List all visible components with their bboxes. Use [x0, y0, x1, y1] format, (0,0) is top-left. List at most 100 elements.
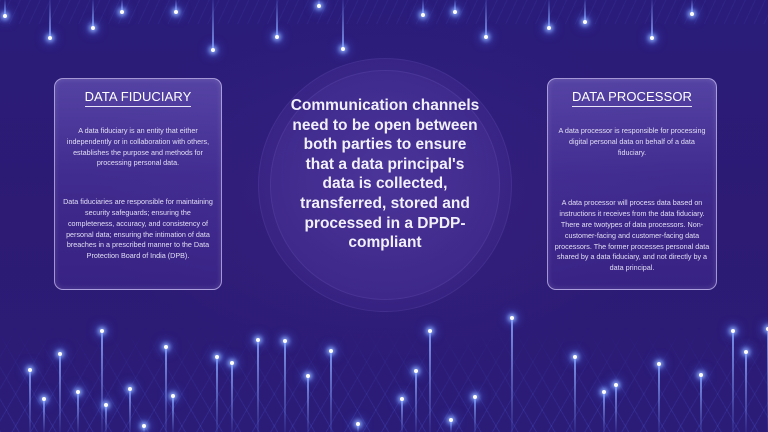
- light-dot-icon: [282, 339, 287, 343]
- light-line: [284, 341, 286, 432]
- card-title: DATA FIDUCIARY: [84, 89, 192, 107]
- card-title: DATA PROCESSOR: [571, 89, 693, 107]
- light-line: [92, 0, 94, 28]
- light-dot-icon: [2, 14, 7, 18]
- light-line: [330, 351, 332, 432]
- light-line: [615, 385, 617, 432]
- light-dot-icon: [99, 329, 104, 333]
- light-dot-icon: [509, 316, 514, 320]
- card-paragraph: A data processor will process data based…: [554, 198, 710, 273]
- light-dot-icon: [572, 355, 577, 359]
- light-dot-icon: [649, 36, 654, 40]
- light-line: [603, 392, 605, 432]
- light-line: [165, 347, 167, 432]
- light-dot-icon: [316, 4, 321, 8]
- card-paragraph: A data fiduciary is an entity that eithe…: [66, 126, 210, 168]
- light-dot-icon: [41, 397, 46, 401]
- light-line: [29, 370, 31, 432]
- light-dot-icon: [448, 418, 453, 422]
- light-dot-icon: [743, 350, 748, 354]
- light-line: [574, 357, 576, 432]
- light-dot-icon: [90, 26, 95, 30]
- light-dot-icon: [546, 26, 551, 30]
- light-dot-icon: [582, 20, 587, 24]
- light-dot-icon: [656, 362, 661, 366]
- light-dot-icon: [472, 395, 477, 399]
- light-line: [658, 364, 660, 432]
- light-dot-icon: [127, 387, 132, 391]
- light-dot-icon: [173, 10, 178, 14]
- light-dot-icon: [420, 13, 425, 17]
- light-dot-icon: [413, 369, 418, 373]
- card-paragraph: A data processor is responsible for proc…: [558, 126, 706, 157]
- light-line: [77, 392, 79, 432]
- light-dot-icon: [340, 47, 345, 51]
- light-dot-icon: [399, 397, 404, 401]
- light-dot-icon: [452, 10, 457, 14]
- light-line: [105, 405, 107, 432]
- light-dot-icon: [214, 355, 219, 359]
- light-dot-icon: [57, 352, 62, 356]
- light-line: [101, 331, 103, 432]
- light-dot-icon: [328, 349, 333, 353]
- center-circle-inner: [270, 70, 500, 300]
- light-line: [745, 352, 747, 432]
- light-dot-icon: [689, 12, 694, 16]
- light-line: [454, 0, 456, 12]
- light-line: [450, 420, 452, 432]
- light-dot-icon: [229, 361, 234, 365]
- light-line: [485, 0, 487, 37]
- light-line: [121, 0, 123, 12]
- light-line: [548, 0, 550, 28]
- light-line: [357, 424, 359, 432]
- perspective-grid: [0, 292, 768, 432]
- light-line: [691, 0, 693, 14]
- light-dot-icon: [483, 35, 488, 39]
- light-line: [59, 354, 61, 432]
- light-dot-icon: [698, 373, 703, 377]
- light-dot-icon: [210, 48, 215, 52]
- center-statement: Communication channels need to be open b…: [290, 97, 480, 252]
- light-dot-icon: [141, 424, 146, 428]
- light-line: [307, 376, 309, 432]
- light-line: [49, 0, 51, 38]
- light-line: [415, 371, 417, 432]
- top-pattern: [0, 0, 768, 24]
- light-line: [429, 331, 431, 432]
- light-dot-icon: [119, 10, 124, 14]
- light-line: [129, 389, 131, 432]
- light-line: [422, 0, 424, 15]
- light-line: [342, 0, 344, 49]
- light-dot-icon: [255, 338, 260, 342]
- light-dot-icon: [27, 368, 32, 372]
- light-line: [651, 0, 653, 38]
- light-line: [172, 396, 174, 432]
- light-line: [212, 0, 214, 50]
- data-fiduciary-card: DATA FIDUCIARY A data fiduciary is an en…: [54, 78, 222, 290]
- light-line: [216, 357, 218, 432]
- light-line: [143, 426, 145, 432]
- light-dot-icon: [730, 329, 735, 333]
- card-paragraph: Data fiduciaries are responsible for mai…: [63, 197, 213, 261]
- light-line: [732, 331, 734, 432]
- light-line: [257, 340, 259, 432]
- light-dot-icon: [75, 390, 80, 394]
- light-line: [276, 0, 278, 37]
- light-dot-icon: [305, 374, 310, 378]
- light-dot-icon: [163, 345, 168, 349]
- light-line: [4, 0, 6, 16]
- light-line: [401, 399, 403, 432]
- light-dot-icon: [170, 394, 175, 398]
- light-dot-icon: [765, 327, 768, 331]
- light-dot-icon: [427, 329, 432, 333]
- light-line: [231, 363, 233, 432]
- light-line: [584, 0, 586, 22]
- light-dot-icon: [355, 422, 360, 426]
- light-line: [474, 397, 476, 432]
- light-line: [43, 399, 45, 432]
- light-dot-icon: [47, 36, 52, 40]
- light-dot-icon: [613, 383, 618, 387]
- light-dot-icon: [103, 403, 108, 407]
- data-processor-card: DATA PROCESSOR A data processor is respo…: [547, 78, 717, 290]
- light-dot-icon: [601, 390, 606, 394]
